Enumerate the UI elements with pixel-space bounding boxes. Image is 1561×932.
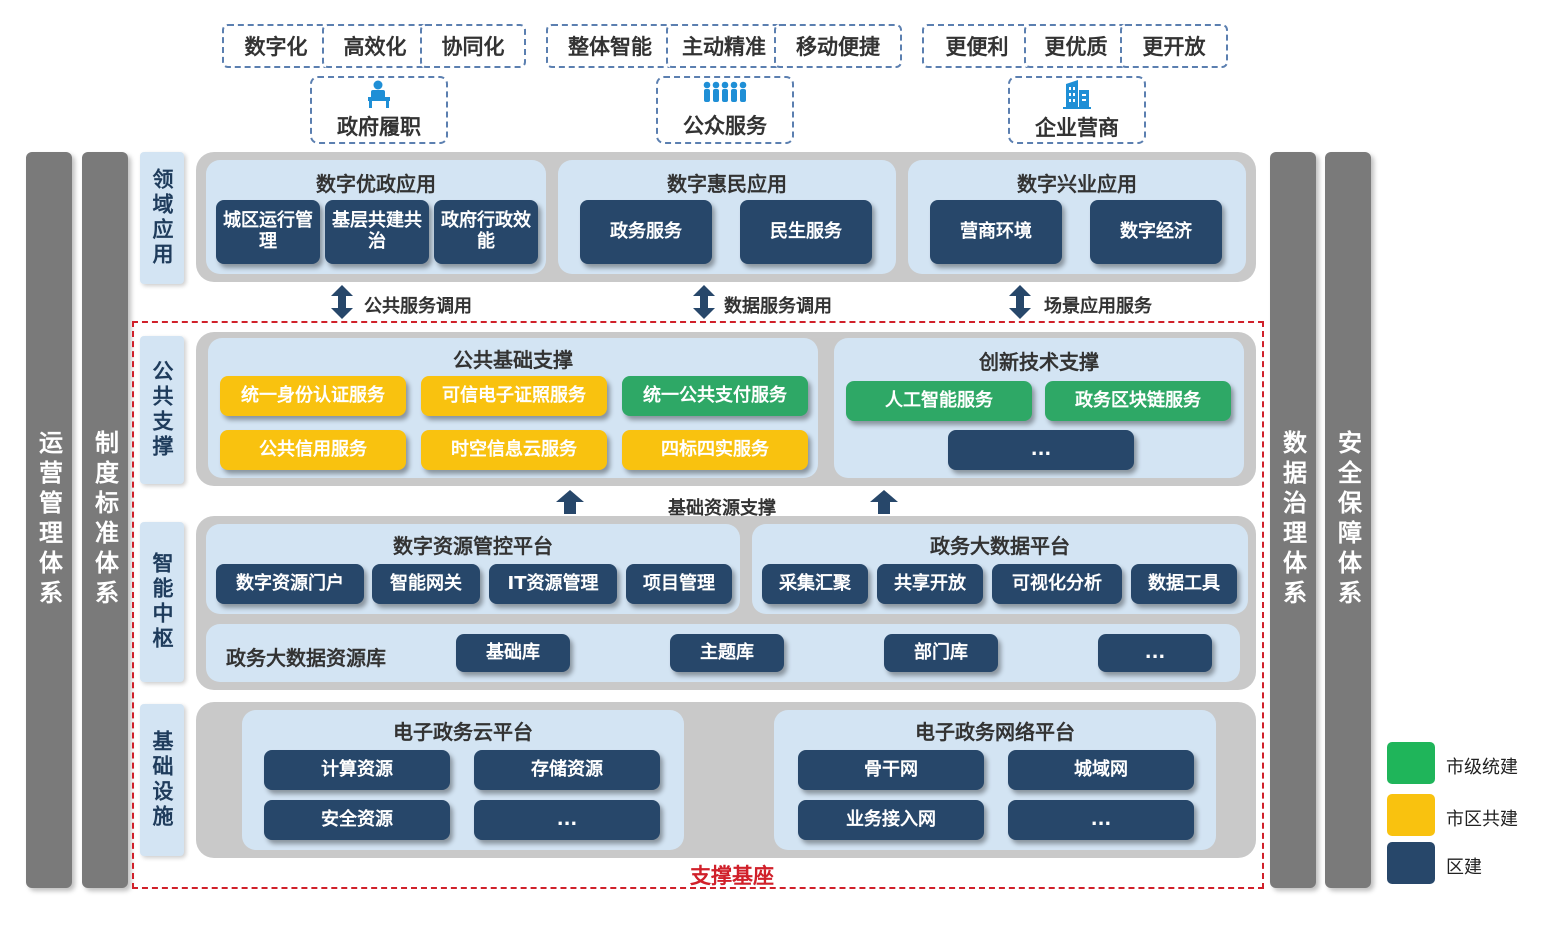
pillar-label: 数据治理体系 (1278, 430, 1307, 610)
pillar-security-assurance: 安全保障体系 (1325, 152, 1371, 888)
layer-label-smart-hub: 智能中枢 (140, 522, 184, 682)
infra-cloud-more[interactable]: ... (474, 800, 660, 840)
panel-title: 政务大数据资源库 (226, 646, 386, 670)
government-official-icon (368, 80, 390, 108)
svc-blockchain[interactable]: 政务区块链服务 (1045, 381, 1231, 421)
panel-title: 电子政务网络平台 (915, 720, 1075, 744)
repo-theme[interactable]: 主题库 (670, 634, 784, 672)
pillar-label: 运营管理体系 (34, 430, 63, 610)
value-tag-mobile-convenient: 移动便捷 (774, 24, 902, 68)
panel-title: 创新技术支撑 (979, 350, 1099, 374)
pillar-data-governance: 数据治理体系 (1270, 152, 1316, 888)
double-arrow-icon (693, 285, 715, 319)
app-business-environment[interactable]: 营商环境 (930, 200, 1062, 264)
infra-storage[interactable]: 存储资源 (474, 750, 660, 790)
infra-metro-network[interactable]: 城域网 (1008, 750, 1194, 790)
value-tag-better-quality: 更优质 (1024, 24, 1128, 68)
layer-label-public-support: 公共支撑 (140, 336, 184, 484)
layer-label-text: 公共支撑 (150, 360, 174, 460)
service-call-public: 公共服务调用 (364, 296, 472, 317)
repo-more[interactable]: ... (1098, 634, 1212, 672)
layer-label-domain-app: 领域应用 (140, 152, 184, 284)
resource-support-label: 基础资源支撑 (668, 498, 776, 519)
panel-title: 数字兴业应用 (1017, 172, 1137, 196)
app-gov-service[interactable]: 政务服务 (580, 200, 712, 264)
role-label: 政府履职 (337, 115, 421, 139)
infra-backbone[interactable]: 骨干网 (798, 750, 984, 790)
crowd-icon (703, 81, 747, 102)
hub-project-mgmt[interactable]: 项目管理 (626, 564, 732, 604)
infra-network-more[interactable]: ... (1008, 800, 1194, 840)
layer-label-text: 智能中枢 (150, 552, 174, 652)
legend-swatch-city (1387, 742, 1435, 784)
role-label: 公众服务 (683, 114, 767, 138)
service-call-scenario: 场景应用服务 (1044, 296, 1152, 317)
legend-label-district: 区建 (1446, 857, 1482, 878)
legend-swatch-district (1387, 842, 1435, 884)
role-government: 政府履职 (310, 76, 448, 144)
panel-title: 电子政务云平台 (393, 720, 533, 744)
building-icon (1063, 80, 1091, 109)
panel-title: 公共基础支撑 (453, 348, 573, 372)
legend-swatch-joint (1387, 794, 1435, 836)
svc-unified-payment[interactable]: 统一公共支付服务 (622, 376, 808, 416)
panel-title: 数字惠民应用 (667, 172, 787, 196)
panel-title: 政务大数据平台 (930, 534, 1070, 558)
value-tag-more-convenient: 更便利 (922, 24, 1032, 68)
pillar-label: 安全保障体系 (1333, 430, 1362, 610)
layer-label-text: 基础设施 (150, 730, 174, 830)
hub-it-resource-mgmt[interactable]: IT资源管理 (489, 564, 617, 604)
role-enterprise: 企业营商 (1008, 76, 1146, 144)
hub-collect[interactable]: 采集汇聚 (762, 564, 868, 604)
hub-smart-gateway[interactable]: 智能网关 (372, 564, 480, 604)
svc-spatiotemporal-cloud[interactable]: 时空信息云服务 (421, 430, 607, 470)
value-tag-efficient: 高效化 (322, 24, 428, 68)
value-tag-collaborative: 协同化 (420, 24, 526, 68)
double-arrow-icon (331, 285, 353, 319)
value-tag-proactive-precise: 主动精准 (666, 24, 782, 68)
app-digital-economy[interactable]: 数字经济 (1090, 200, 1222, 264)
repo-base[interactable]: 基础库 (456, 634, 570, 672)
pillar-institution-standards: 制度标准体系 (82, 152, 128, 888)
hub-data-tools[interactable]: 数据工具 (1131, 564, 1237, 604)
svc-more[interactable]: ... (948, 430, 1134, 470)
pillar-operation-management: 运营管理体系 (26, 152, 72, 888)
hub-resource-portal[interactable]: 数字资源门户 (216, 564, 364, 604)
service-call-data: 数据服务调用 (724, 296, 832, 317)
role-public: 公众服务 (656, 76, 794, 144)
up-arrow-icon (870, 490, 898, 514)
infra-security[interactable]: 安全资源 (264, 800, 450, 840)
panel-title: 数字资源管控平台 (393, 534, 553, 558)
layer-label-text: 领域应用 (150, 168, 174, 268)
support-base-frame (132, 321, 1264, 889)
svc-unified-identity[interactable]: 统一身份认证服务 (220, 376, 406, 416)
infra-compute[interactable]: 计算资源 (264, 750, 450, 790)
app-livelihood-service[interactable]: 民生服务 (740, 200, 872, 264)
double-arrow-icon (1009, 285, 1031, 319)
layer-label-infrastructure: 基础设施 (140, 704, 184, 856)
svc-public-credit[interactable]: 公共信用服务 (220, 430, 406, 470)
role-label: 企业营商 (1035, 116, 1119, 140)
app-admin-efficiency[interactable]: 政府行政效能 (434, 200, 538, 264)
value-tag-more-open: 更开放 (1120, 24, 1228, 68)
legend-label-joint: 市区共建 (1446, 809, 1518, 830)
support-base-label: 支撑基座 (690, 864, 774, 888)
value-tag-digital: 数字化 (222, 24, 330, 68)
pillar-label: 制度标准体系 (90, 430, 119, 610)
svc-e-license[interactable]: 可信电子证照服务 (421, 376, 607, 416)
app-grassroots-governance[interactable]: 基层共建共治 (325, 200, 429, 264)
legend-label-city: 市级统建 (1446, 757, 1518, 778)
repo-department[interactable]: 部门库 (884, 634, 998, 672)
up-arrow-icon (556, 490, 584, 514)
svc-four-standards[interactable]: 四标四实服务 (622, 430, 808, 470)
hub-share-open[interactable]: 共享开放 (877, 564, 983, 604)
infra-access-network[interactable]: 业务接入网 (798, 800, 984, 840)
svc-ai[interactable]: 人工智能服务 (846, 381, 1032, 421)
panel-title: 数字优政应用 (316, 172, 436, 196)
hub-visual-analysis[interactable]: 可视化分析 (992, 564, 1122, 604)
value-tag-holistic-smart: 整体智能 (546, 24, 674, 68)
app-city-operation[interactable]: 城区运行管理 (216, 200, 320, 264)
